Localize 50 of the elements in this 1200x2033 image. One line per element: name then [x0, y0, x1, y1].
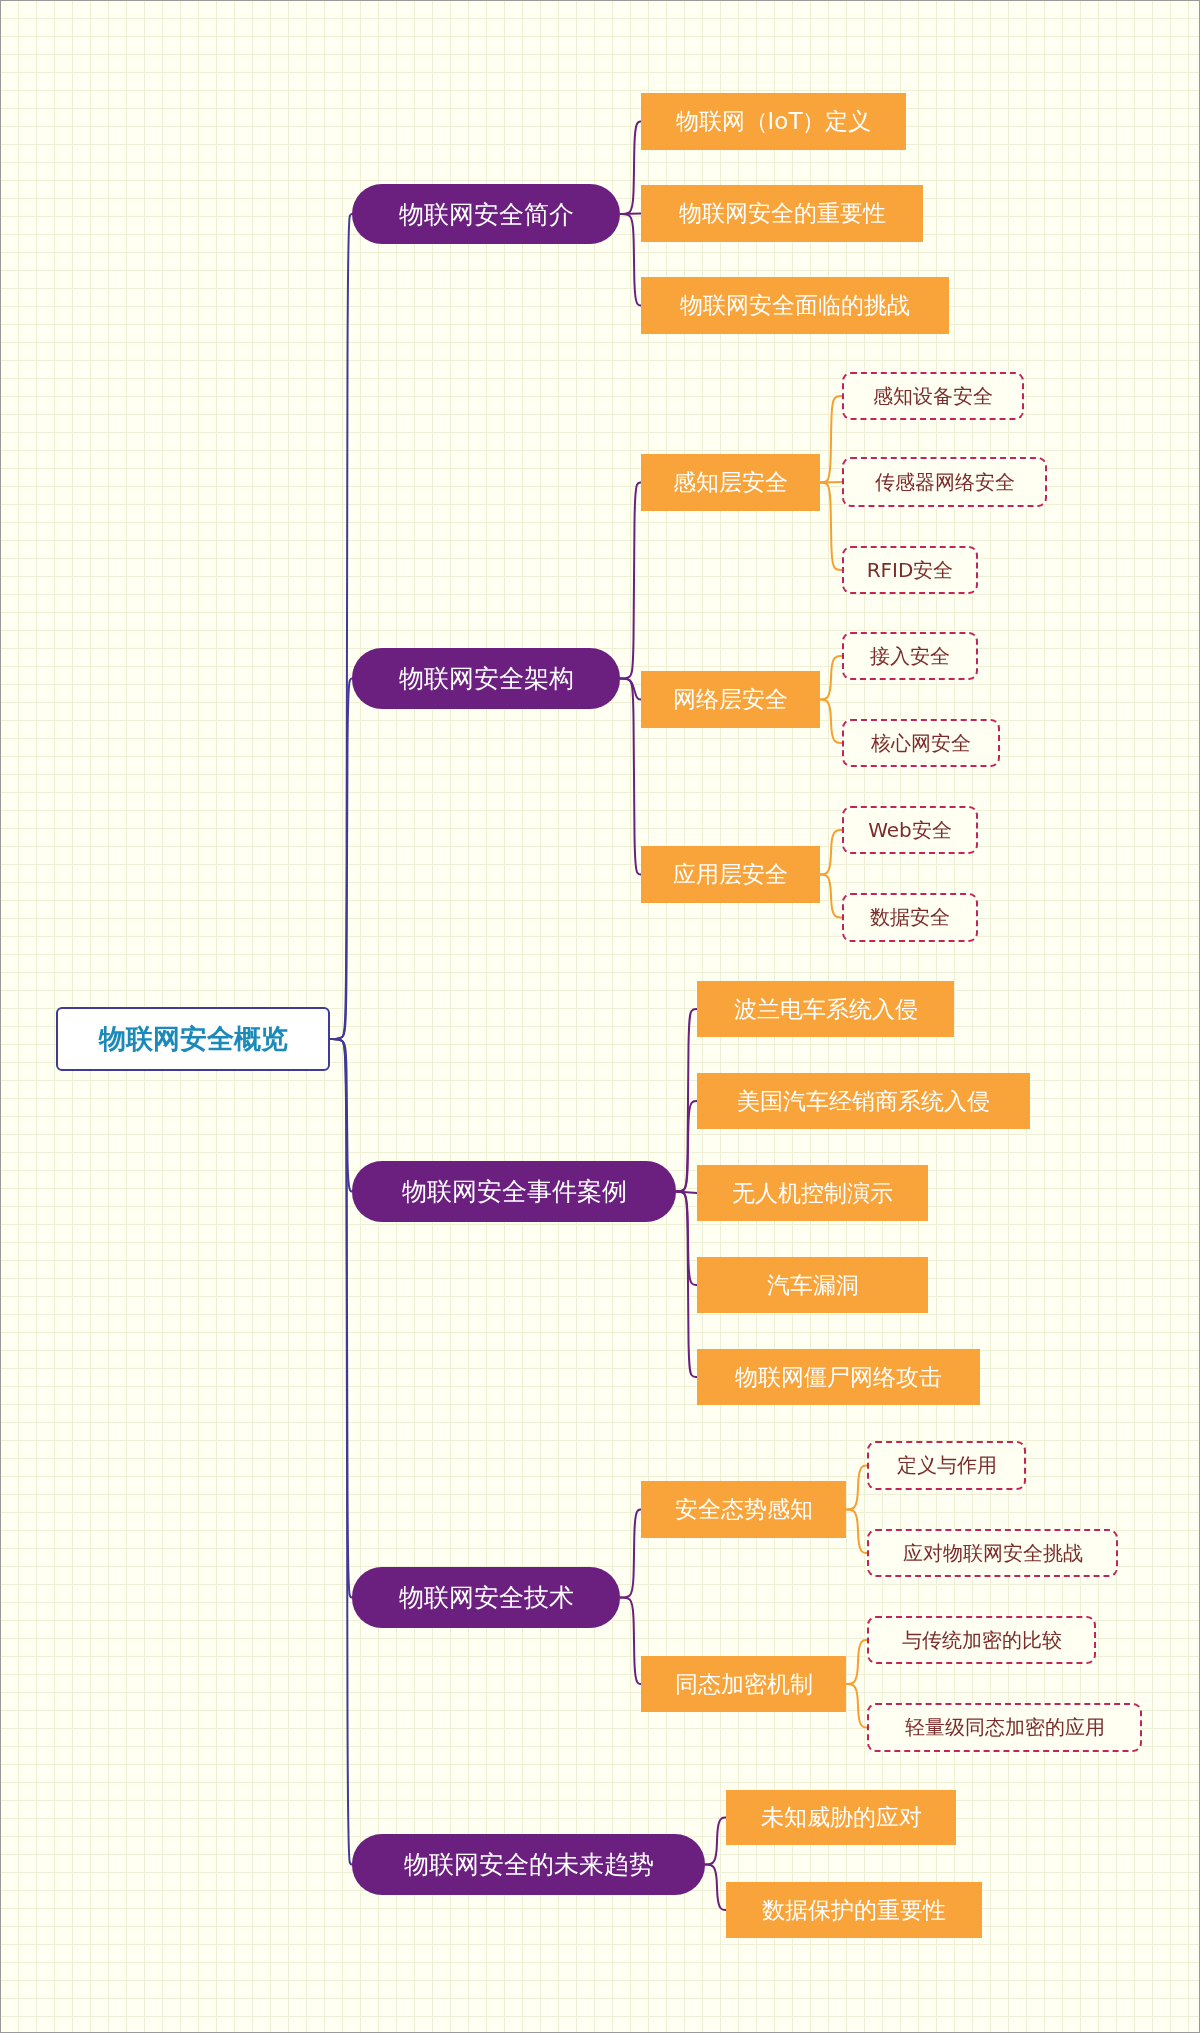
- subtopic-box: 安全态势感知: [641, 1481, 846, 1538]
- connector-line: [845, 1508, 868, 1554]
- subtopic-box: 物联网安全面临的挑战: [641, 277, 949, 334]
- topic-box: 物联网安全概览: [56, 1007, 330, 1071]
- connector-line: [675, 1100, 698, 1193]
- subtopic-box: 感知层安全: [641, 454, 820, 511]
- leaf-box: 核心网安全: [842, 719, 1000, 767]
- connector-line: [675, 1190, 698, 1378]
- subtopic-box: 数据保护的重要性: [726, 1882, 982, 1938]
- subtopic-box: 波兰电车系统入侵: [697, 981, 954, 1037]
- connector-line: [845, 1464, 868, 1511]
- leaf-box: 接入安全: [842, 632, 978, 680]
- branch-pill: 物联网安全事件案例: [352, 1161, 676, 1222]
- connector-line: [619, 481, 642, 680]
- branch-pill: 物联网安全技术: [352, 1567, 620, 1628]
- connector-line: [704, 1816, 727, 1866]
- connector-line: [819, 481, 843, 571]
- leaf-box: RFID安全: [842, 546, 978, 594]
- subtopic-box: 网络层安全: [641, 671, 820, 728]
- connector-line: [819, 873, 843, 919]
- subtopic-box: 物联网（IoT）定义: [641, 93, 906, 150]
- connector-line: [619, 213, 642, 307]
- leaf-box: 数据安全: [842, 893, 978, 942]
- subtopic-box: 汽车漏洞: [697, 1257, 928, 1313]
- subtopic-box: 同态加密机制: [641, 1656, 846, 1712]
- branch-pill: 物联网安全的未来趋势: [352, 1834, 705, 1895]
- connector-line: [819, 829, 843, 876]
- subtopic-box: 无人机控制演示: [697, 1165, 928, 1221]
- branch-pill: 物联网安全架构: [352, 648, 620, 709]
- connector-line: [704, 1863, 727, 1911]
- connector-line: [619, 1596, 642, 1685]
- connector-line: [619, 677, 642, 876]
- subtopic-box: 物联网僵尸网络攻击: [697, 1349, 980, 1405]
- subtopic-box: 美国汽车经销商系统入侵: [697, 1073, 1030, 1129]
- leaf-box: 定义与作用: [867, 1441, 1026, 1490]
- connector-line: [619, 1508, 642, 1599]
- leaf-box: 应对物联网安全挑战: [867, 1529, 1118, 1577]
- leaf-box: 感知设备安全: [842, 372, 1024, 420]
- connector-line: [819, 698, 843, 744]
- connector-line: [845, 1683, 868, 1729]
- leaf-box: 传感器网络安全: [842, 457, 1047, 507]
- branch-pill: 物联网安全简介: [352, 184, 620, 244]
- connector-line: [819, 481, 843, 484]
- leaf-box: Web安全: [842, 806, 978, 854]
- subtopic-box: 未知威胁的应对: [726, 1790, 956, 1845]
- connector-line: [819, 655, 843, 701]
- subtopic-box: 物联网安全的重要性: [641, 185, 923, 242]
- leaf-box: 与传统加密的比较: [867, 1616, 1096, 1664]
- subtopic-box: 应用层安全: [641, 846, 820, 903]
- leaf-box: 轻量级同态加密的应用: [867, 1703, 1142, 1752]
